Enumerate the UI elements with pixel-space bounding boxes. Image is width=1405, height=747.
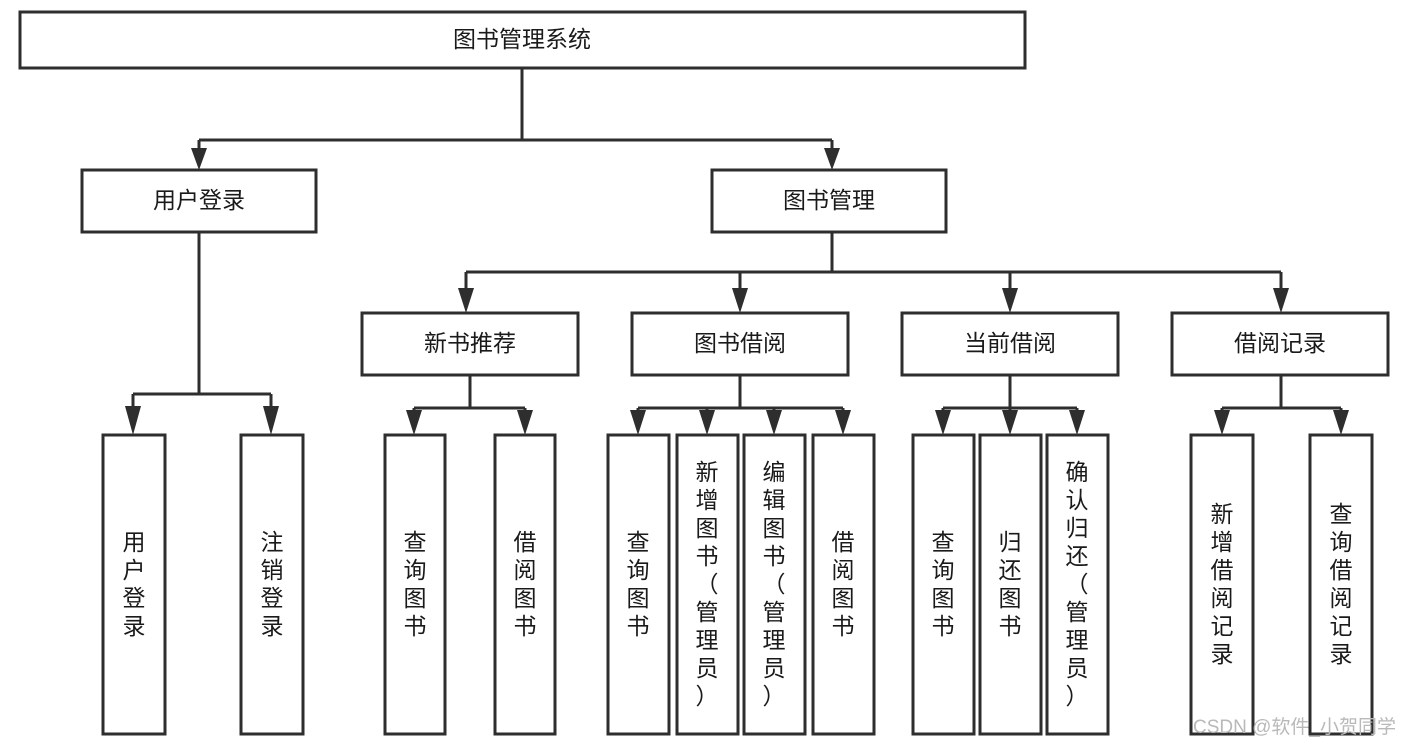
connectors	[125, 68, 1349, 435]
node-leaf-confirm-return-label: 确认归还（管理员）	[1066, 459, 1089, 709]
node-leaf-query-book-2-label: 查询图书	[627, 529, 650, 639]
arrow-to-leaf-query-book-1	[406, 410, 422, 435]
node-leaf-return-book-box[interactable]	[978, 433, 1043, 736]
node-borrow-record-label: 借阅记录	[1234, 330, 1326, 356]
node-leaf-query-record-label: 查询借阅记录	[1330, 501, 1353, 667]
node-leaf-edit-book[interactable]: 编辑图书（管理员）	[742, 433, 807, 736]
node-leaf-return-book-label: 归还图书	[999, 529, 1022, 639]
node-leaf-borrow-book-1-box[interactable]	[493, 433, 557, 736]
node-root-label: 图书管理系统	[453, 26, 591, 52]
arrow-to-leaf-user-login	[125, 406, 141, 435]
node-leaf-add-record-box[interactable]	[1189, 433, 1255, 736]
node-new-book-recommend[interactable]: 新书推荐	[360, 311, 580, 377]
node-leaf-return-book[interactable]: 归还图书	[978, 433, 1043, 736]
node-new-book-recommend-box[interactable]	[360, 311, 580, 377]
node-leaf-add-book[interactable]: 新增图书（管理员）	[675, 433, 740, 736]
node-leaf-user-logout-box[interactable]	[239, 433, 305, 736]
node-book-management-label: 图书管理	[783, 187, 875, 213]
arrow-to-leaf-confirm-return	[1069, 410, 1085, 435]
node-current-borrow[interactable]: 当前借阅	[900, 311, 1120, 377]
node-new-book-recommend-label: 新书推荐	[424, 330, 516, 356]
arrow-to-leaf-borrow-book-2	[835, 410, 851, 435]
node-user-login-label: 用户登录	[153, 187, 245, 213]
node-book-borrow[interactable]: 图书借阅	[630, 311, 850, 377]
node-leaf-borrow-book-1-label: 借阅图书	[514, 529, 537, 639]
node-leaf-confirm-return-box[interactable]	[1045, 433, 1110, 736]
node-leaf-user-login[interactable]: 用户登录	[101, 433, 167, 736]
node-current-borrow-label: 当前借阅	[964, 330, 1056, 356]
node-leaf-user-login-label: 用户登录	[123, 529, 146, 639]
arrow-to-book-borrow	[732, 288, 748, 313]
arrow-to-leaf-query-record	[1333, 410, 1349, 435]
node-current-borrow-box[interactable]	[900, 311, 1120, 377]
arrow-to-leaf-add-record	[1214, 410, 1230, 435]
node-leaf-query-record-box[interactable]	[1308, 433, 1374, 736]
node-leaf-query-book-3-label: 查询图书	[932, 529, 955, 639]
node-leaf-add-record-label: 新增借阅记录	[1211, 501, 1234, 667]
node-leaf-query-book-1-box[interactable]	[383, 433, 447, 736]
node-book-management[interactable]: 图书管理	[710, 168, 948, 234]
node-leaf-borrow-book-1[interactable]: 借阅图书	[493, 433, 557, 736]
node-leaf-add-book-box[interactable]	[675, 433, 740, 736]
node-leaf-borrow-book-2-label: 借阅图书	[832, 529, 855, 639]
arrow-to-book-management	[824, 148, 840, 170]
node-book-management-box[interactable]	[710, 168, 948, 234]
node-leaf-query-book-1[interactable]: 查询图书	[383, 433, 447, 736]
node-book-borrow-box[interactable]	[630, 311, 850, 377]
node-borrow-record-box[interactable]	[1170, 311, 1390, 377]
node-root[interactable]: 图书管理系统	[18, 10, 1027, 70]
node-leaf-borrow-book-2-box[interactable]	[811, 433, 876, 736]
node-leaf-user-logout[interactable]: 注销登录	[239, 433, 305, 736]
arrow-to-leaf-return-book	[1002, 410, 1018, 435]
node-borrow-record[interactable]: 借阅记录	[1170, 311, 1390, 377]
node-leaf-query-book-3[interactable]: 查询图书	[911, 433, 976, 736]
node-leaf-query-book-2-box[interactable]	[606, 433, 671, 736]
arrow-to-current-borrow	[1002, 288, 1018, 313]
arrow-to-leaf-add-book	[699, 410, 715, 435]
arrow-to-user-login	[191, 148, 207, 170]
node-user-login[interactable]: 用户登录	[80, 168, 318, 234]
watermark-label: CSDN @软件_小贺同学	[1193, 716, 1396, 738]
node-leaf-user-login-box[interactable]	[101, 433, 167, 736]
node-leaf-confirm-return[interactable]: 确认归还（管理员）	[1045, 433, 1110, 736]
node-leaf-query-book-3-box[interactable]	[911, 433, 976, 736]
arrow-to-new-book-recommend	[458, 288, 474, 313]
arrow-to-leaf-borrow-book-1	[517, 410, 533, 435]
arrow-to-borrow-record	[1273, 288, 1289, 313]
node-leaf-add-record[interactable]: 新增借阅记录	[1189, 433, 1255, 736]
node-leaf-edit-book-label: 编辑图书（管理员）	[763, 459, 786, 709]
node-leaf-borrow-book-2[interactable]: 借阅图书	[811, 433, 876, 736]
node-leaf-query-book-2[interactable]: 查询图书	[606, 433, 671, 736]
node-leaf-query-book-1-label: 查询图书	[404, 529, 427, 639]
node-user-login-box[interactable]	[80, 168, 318, 234]
node-leaf-user-logout-label: 注销登录	[261, 529, 284, 639]
node-leaf-add-book-label: 新增图书（管理员）	[696, 459, 719, 709]
arrow-to-leaf-edit-book	[766, 410, 782, 435]
node-leaf-edit-book-box[interactable]	[742, 433, 807, 736]
node-root-box[interactable]	[18, 10, 1027, 70]
arrow-to-leaf-query-book-2	[630, 410, 646, 435]
node-book-borrow-label: 图书借阅	[694, 330, 786, 356]
arrow-to-leaf-query-book-3	[935, 410, 951, 435]
node-leaf-query-record[interactable]: 查询借阅记录	[1308, 433, 1374, 736]
arrow-to-leaf-user-logout	[263, 406, 279, 435]
